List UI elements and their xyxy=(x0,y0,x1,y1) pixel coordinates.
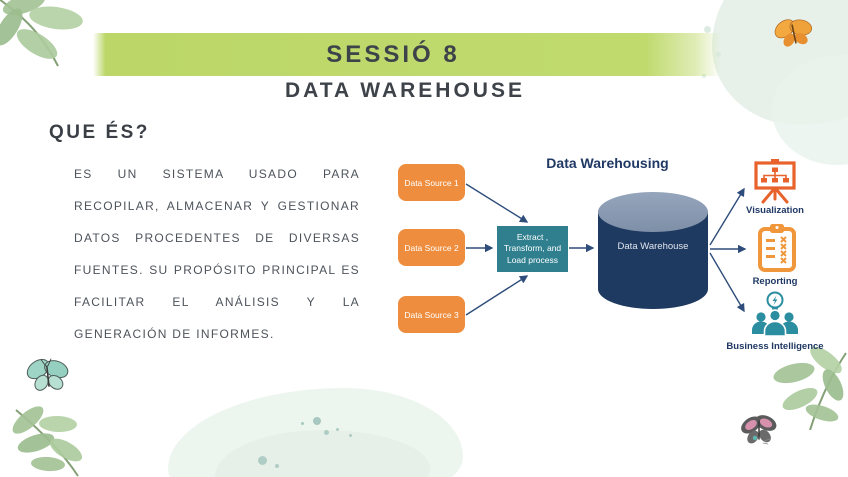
session-title: SESSIÓ 8 xyxy=(326,41,460,68)
body-text: ES UN SISTEMA USADO PARA RECOPILAR, ALMA… xyxy=(74,167,360,341)
business-intelligence-label: Business Intelligence xyxy=(726,341,824,352)
wash-dot xyxy=(313,417,321,425)
orange-butterfly-icon xyxy=(774,19,813,47)
wash-dot xyxy=(336,428,339,431)
data-source-2-box: Data Source 2 xyxy=(398,229,465,266)
data-source-1-box: Data Source 1 xyxy=(398,164,465,201)
wash-dot xyxy=(704,26,711,33)
presentation-orgchart-icon xyxy=(754,159,796,204)
wash-dot xyxy=(258,456,267,465)
wash-dot xyxy=(324,430,329,435)
title-highlight-band xyxy=(93,33,721,76)
data-source-3-box: Data Source 3 xyxy=(398,296,465,333)
watercolor-leaves-bottom-left-icon xyxy=(12,406,83,477)
cylinder-bottom xyxy=(598,269,708,309)
watercolor-leaves-top-left-icon xyxy=(0,0,83,67)
data-warehouse-cylinder: Data Warehouse xyxy=(598,192,708,309)
diagram-title: Data Warehousing xyxy=(546,155,669,171)
pink-butterfly-icon xyxy=(741,415,777,445)
reporting-label: Reporting xyxy=(752,276,798,287)
wash-dot xyxy=(702,74,706,78)
watercolor-leaves-bottom-right-icon xyxy=(773,346,847,430)
wash-dot xyxy=(301,422,304,425)
question-heading: QUE ÉS? xyxy=(49,122,150,143)
teal-butterfly-icon xyxy=(26,358,69,391)
people-lightbulb-icon xyxy=(752,291,798,337)
data-warehouse-label: Data Warehouse xyxy=(617,241,689,252)
wash-dot xyxy=(275,464,279,468)
cylinder-top xyxy=(598,192,708,232)
clipboard-checklist-icon xyxy=(758,224,796,272)
visualization-label: Visualization xyxy=(746,205,804,216)
slide-title: DATA WAREHOUSE xyxy=(285,79,525,102)
wash-dot xyxy=(349,434,352,437)
etl-process-box: Extract , Transform, and Load process xyxy=(497,226,568,272)
